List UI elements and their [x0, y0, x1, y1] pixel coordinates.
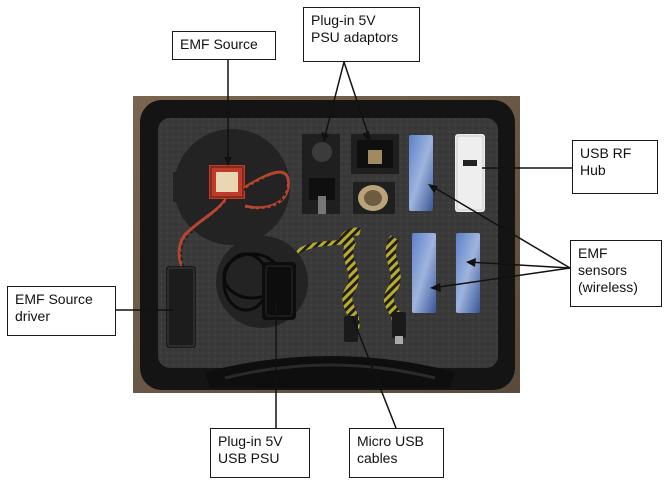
label-emf-source-driver: EMF Source driver — [7, 286, 116, 336]
usb-rf-hub-device — [455, 134, 485, 212]
label-plugin-usb-psu: Plug-in 5V USB PSU — [210, 428, 310, 478]
callout-arrowheads — [224, 131, 476, 292]
emf-sensor-3 — [456, 233, 480, 313]
emf-sensor-1 — [409, 135, 433, 211]
emf-source-driver-box — [166, 266, 196, 348]
label-micro-usb-cables: Micro USB cables — [349, 428, 444, 478]
label-usb-rf-hub: USB RF Hub — [572, 140, 658, 194]
callout-lines — [116, 60, 572, 429]
label-emf-sensors: EMF sensors (wireless) — [570, 240, 662, 307]
emf-sensor-2 — [412, 233, 436, 313]
usb-psu-body — [262, 262, 296, 320]
case-handle — [205, 356, 455, 388]
label-emf-source: EMF Source — [172, 31, 276, 60]
label-plugin-psu-adaptors: Plug-in 5V PSU adaptors — [303, 7, 420, 62]
